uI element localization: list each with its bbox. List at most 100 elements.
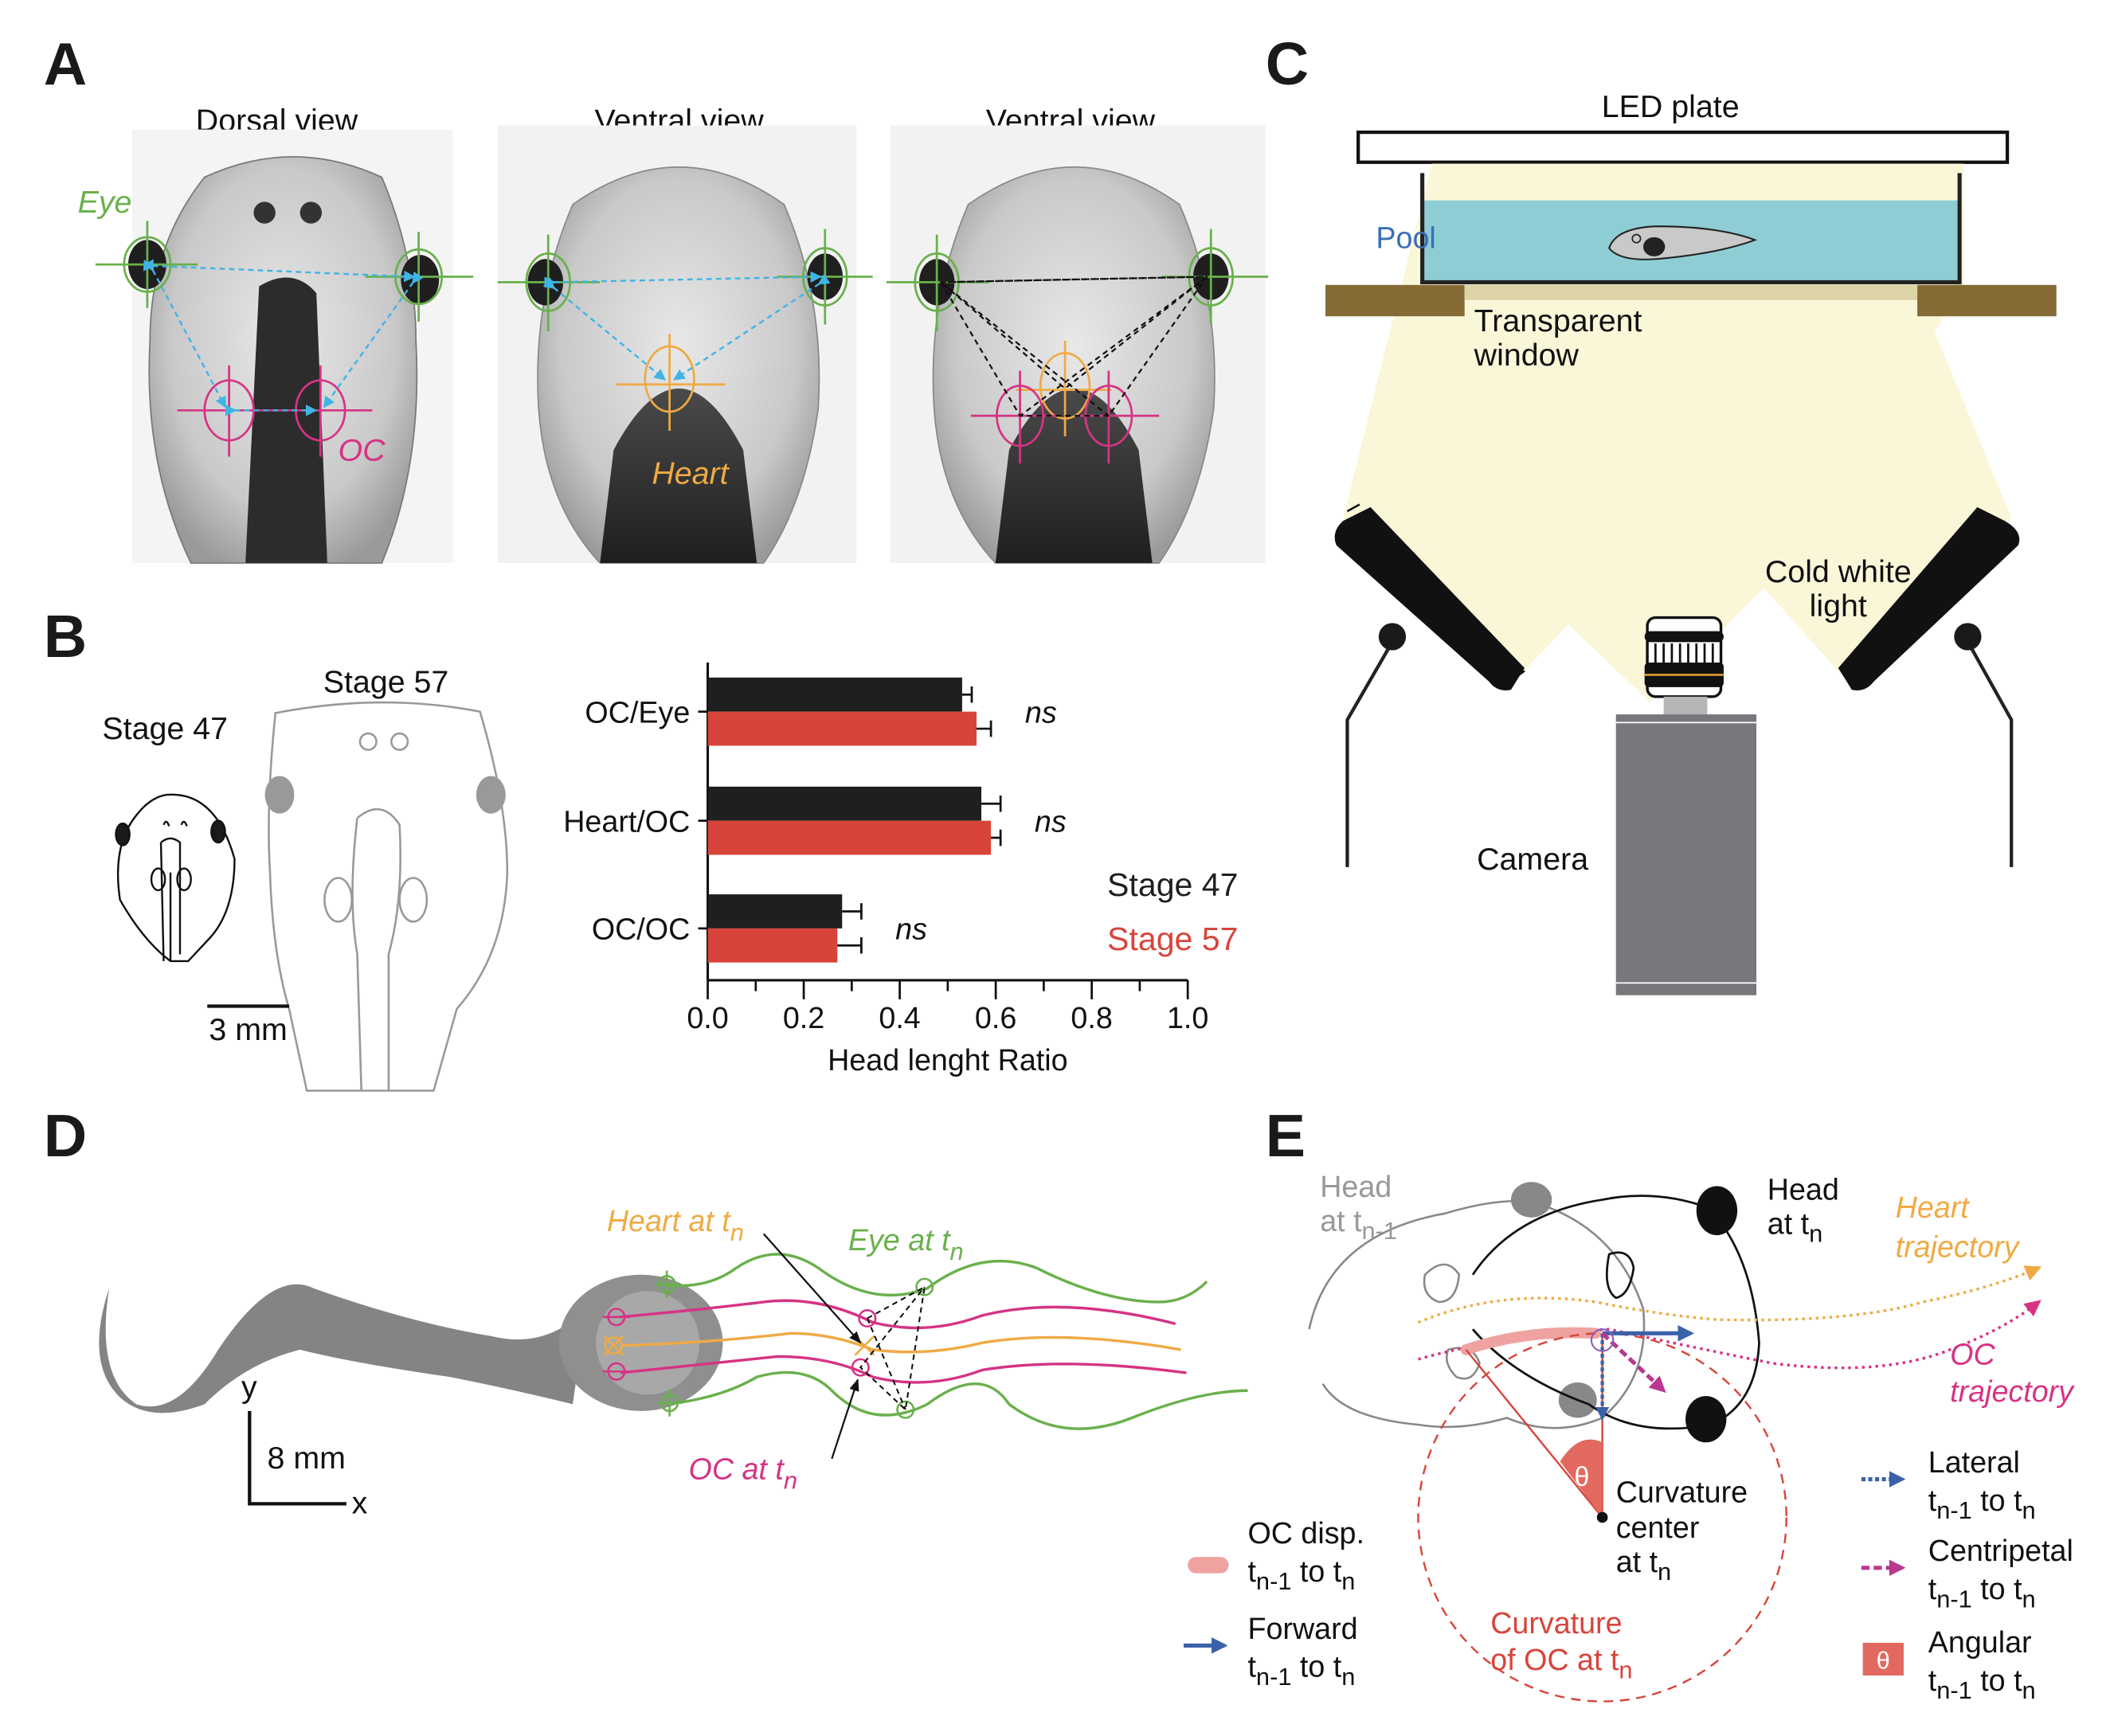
legend-item-centripetal: Centripetal tn-1 to tn <box>1861 1534 2073 1613</box>
ventral-view-photo-1: Ventral view Heart <box>497 103 873 564</box>
bar-stage-47 <box>707 894 843 929</box>
bar-stage-47 <box>707 677 962 712</box>
heart-trajectory-label-2: trajectory <box>1896 1230 2021 1263</box>
ventral-view-photo-2: Ventral view <box>886 103 1269 564</box>
stage-right <box>1917 284 2057 317</box>
curvature-center-label-1: Curvature <box>1616 1476 1748 1509</box>
tadpole-photo <box>99 1274 723 1413</box>
panel-letter-b: B <box>44 603 87 670</box>
x-tick-label: 0.2 <box>783 1001 824 1034</box>
x-axis-title: Head lenght Ratio <box>828 1043 1067 1077</box>
distance-arrows <box>143 259 424 416</box>
svg-text:Forward: Forward <box>1247 1612 1357 1645</box>
legend-entry: Stage 47 <box>1107 866 1238 903</box>
light-label-2: light <box>1810 588 1867 624</box>
panel-letter-a: A <box>44 30 87 97</box>
curvature-label-1: Curvature <box>1490 1606 1622 1640</box>
oc-marker <box>970 370 1160 464</box>
x-tick-label: 1.0 <box>1167 1001 1208 1034</box>
bar-stage-57 <box>707 820 992 855</box>
bar-stage-57 <box>707 928 838 963</box>
theta-symbol: θ <box>1574 1462 1589 1492</box>
curvature-center <box>1596 1511 1608 1523</box>
panel-letter-d: D <box>44 1102 87 1169</box>
legend-item-oc-disp: OC disp. tn-1 to tn <box>1188 1516 1364 1595</box>
heart-pointer <box>762 1233 862 1344</box>
bar-stage-57 <box>707 711 977 746</box>
legend-item-angular: θ Angular tn-1 to tn <box>1862 1625 2036 1704</box>
oc-displacement-band <box>1460 1327 1601 1355</box>
legend-range: tn-1 to tn <box>1247 1650 1355 1691</box>
angular-wedge <box>1560 1439 1603 1518</box>
axis-y-label: y <box>241 1370 257 1405</box>
pool-label: Pool <box>1376 221 1435 255</box>
camera-icon <box>1615 616 1757 995</box>
eye-label: Eye <box>78 185 132 220</box>
legend-item-forward: Forward tn-1 to tn <box>1184 1612 1358 1691</box>
led-plate-label: LED plate <box>1602 89 1740 124</box>
scalebar-label: 8 mm <box>268 1441 346 1476</box>
trajectory-lines <box>620 1253 1248 1430</box>
curvature-label-2: of OC at tn <box>1490 1643 1632 1683</box>
stage-left <box>1325 284 1465 317</box>
right-lamp <box>1838 506 2020 867</box>
angular-icon <box>1862 1642 1904 1676</box>
svg-text:Lateral: Lateral <box>1928 1445 2020 1479</box>
panel-letter-c: C <box>1266 30 1309 97</box>
head-now-label-1: Head <box>1768 1173 1839 1206</box>
window-label-1: Transparent <box>1474 303 1642 338</box>
legend: OC disp. tn-1 to tn Forward tn-1 to tn L… <box>1184 1445 2073 1704</box>
camera-label: Camera <box>1477 842 1588 877</box>
led-plate <box>1356 130 2010 164</box>
legend-item-lateral: Lateral tn-1 to tn <box>1861 1445 2036 1524</box>
oc-label: OC <box>339 433 386 468</box>
legend-entry: Stage 57 <box>1107 921 1238 957</box>
head-prev-label-1: Head <box>1320 1170 1392 1203</box>
head-now-label-2: at tn <box>1768 1206 1822 1247</box>
heart-label: Heart <box>652 456 730 491</box>
panel-d: D Heart at tn Eye at tn OC at tn y x 8 m… <box>44 1102 1248 1520</box>
legend-range: tn-1 to tn <box>1928 1572 2036 1613</box>
svg-text:Centripetal: Centripetal <box>1928 1534 2073 1567</box>
x-tick-label: 0.4 <box>879 1001 920 1034</box>
tadpole-icon <box>1608 225 1758 260</box>
head-prev-label-2: at tn-1 <box>1320 1204 1397 1245</box>
heart-trajectory-label-1: Heart <box>1896 1191 1971 1224</box>
stage57-drawing <box>264 701 509 1092</box>
stage47-label: Stage 47 <box>102 711 228 746</box>
stage57-label: Stage 57 <box>323 665 449 700</box>
axis-x-label: x <box>352 1485 368 1520</box>
heart-trajectory <box>1417 1265 2042 1324</box>
radius-prev <box>1465 1349 1603 1519</box>
pool-container <box>1420 173 1962 284</box>
curvature-circle <box>1417 1332 1787 1703</box>
oc-trajectory-label-1: OC <box>1950 1338 1995 1371</box>
oc-marker <box>1590 1328 1615 1352</box>
axis-indicator <box>248 1410 346 1506</box>
stage47-drawing <box>115 793 236 963</box>
curvature-center-label-2: center <box>1616 1511 1700 1544</box>
centripetal-arrow <box>1600 1331 1666 1394</box>
oc-pointer <box>831 1378 859 1460</box>
svg-text:OC disp.: OC disp. <box>1247 1516 1364 1550</box>
scalebar-label: 3 mm <box>209 1012 287 1047</box>
disp-band-icon <box>1188 1557 1229 1574</box>
category-label: OC/Eye <box>585 695 690 729</box>
heart-at-tn-label: Heart at tn <box>607 1204 744 1246</box>
significance-label: ns <box>1025 695 1057 729</box>
transparent-window <box>1464 284 1918 300</box>
window-label-2: window <box>1474 338 1580 373</box>
dorsal-view-photo: Dorsal view Eye OC <box>78 103 474 564</box>
svg-text:θ: θ <box>1877 1646 1890 1674</box>
curvature-center-label-3: at tn <box>1616 1545 1671 1585</box>
head-now <box>1471 1186 1760 1443</box>
category-label: Heart/OC <box>563 804 690 838</box>
x-tick-label: 0.6 <box>975 1001 1016 1034</box>
bar-stage-47 <box>707 786 982 821</box>
significance-label: ns <box>1035 804 1067 838</box>
legend-range: tn-1 to tn <box>1928 1664 2036 1704</box>
x-tick-label: 0.0 <box>687 1001 728 1034</box>
category-label: OC/OC <box>592 913 690 946</box>
legend-range: tn-1 to tn <box>1247 1554 1355 1595</box>
